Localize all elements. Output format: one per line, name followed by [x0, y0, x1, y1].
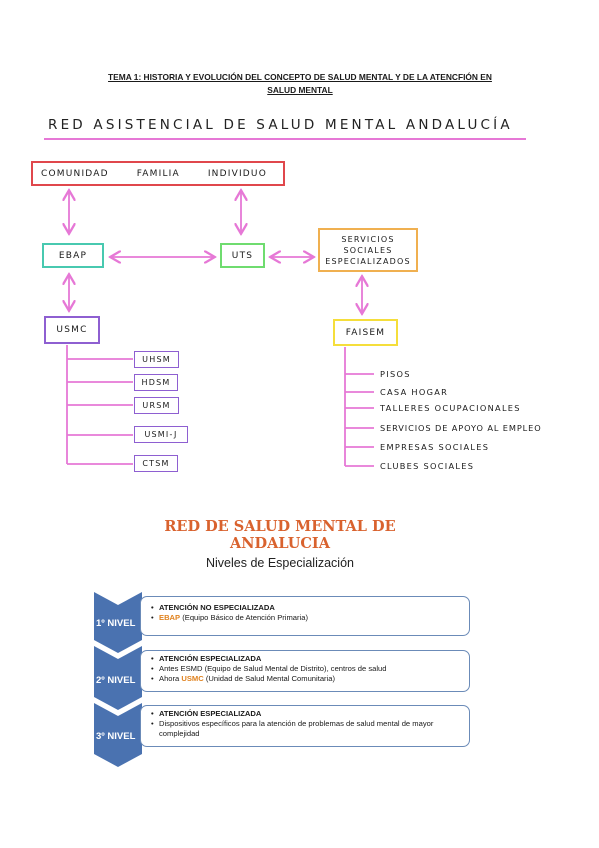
faisem-child-clubes: CLUBES SOCIALES	[380, 461, 475, 471]
ebap-box: EBAP	[42, 243, 104, 268]
comunidad-familia-individuo-box: COMUNIDAD FAMILIA INDIVIDUO	[31, 161, 285, 186]
levels-title-line-1: RED DE SALUD MENTAL DE	[164, 518, 396, 535]
ebap-highlight: EBAP	[159, 613, 181, 622]
faisem-child-servicios-empleo: SERVICIOS DE APOYO AL EMPLEO	[380, 423, 542, 433]
level-1-label: 1º NIVEL	[96, 618, 136, 629]
faisem-child-talleres: TALLERES OCUPACIONALES	[380, 403, 521, 413]
familia-label: FAMILIA	[136, 168, 180, 179]
usmc-box: USMC	[44, 316, 100, 344]
usmc-child-ursm: URSM	[134, 397, 179, 414]
level-2-line-2: Ahora USMC (Unidad de Salud Mental Comun…	[147, 674, 465, 684]
chevron-level-3	[94, 703, 142, 767]
faisem-child-casa-hogar: CASA HOGAR	[380, 387, 449, 397]
usmc-child-ctsm: CTSM	[134, 455, 178, 472]
levels-title: RED DE SALUD MENTAL DE ANDALUCIA	[100, 518, 460, 552]
levels-subtitle: Niveles de Especialización	[206, 556, 354, 570]
level-1-heading: ATENCIÓN NO ESPECIALIZADA	[147, 603, 465, 613]
usmc-child-usmi-j: USMI-J	[134, 426, 188, 443]
level-3-label: 3º NIVEL	[96, 731, 136, 742]
level-1-box: ATENCIÓN NO ESPECIALIZADA EBAP (Equipo B…	[140, 596, 470, 636]
individuo-label: INDIVIDUO	[207, 168, 267, 179]
usmc-highlight: USMC	[181, 674, 204, 683]
level-1-line-1: EBAP (Equipo Básico de Atención Primaria…	[147, 613, 465, 623]
level-3-line-1: Dispositivos específicos para la atenció…	[147, 719, 465, 739]
uts-box: UTS	[220, 243, 265, 268]
level-2-line-1: Antes ESMD (Equipo de Salud Mental de Di…	[147, 664, 465, 674]
levels-title-line-2: ANDALUCIA	[230, 535, 330, 552]
usmc-child-hdsm: HDSM	[134, 374, 178, 391]
usmc-child-uhsm: UHSM	[134, 351, 179, 368]
level-3-box: ATENCIÓN ESPECIALIZADA Dispositivos espe…	[140, 705, 470, 747]
servicios-line-1: SERVICIOS	[341, 234, 395, 244]
comunidad-label: COMUNIDAD	[41, 168, 109, 179]
faisem-box: FAISEM	[333, 319, 398, 346]
faisem-child-empresas: EMPRESAS SOCIALES	[380, 442, 490, 452]
level-2-label: 2º NIVEL	[96, 675, 136, 686]
faisem-child-pisos: PISOS	[380, 369, 411, 379]
level-2-box: ATENCIÓN ESPECIALIZADA Antes ESMD (Equip…	[140, 650, 470, 692]
diagram-title: RED ASISTENCIAL DE SALUD MENTAL ANDALUCÍ…	[48, 117, 513, 133]
level-3-heading: ATENCIÓN ESPECIALIZADA	[147, 709, 465, 719]
servicios-line-3: ESPECIALIZADOS	[325, 256, 411, 266]
chevron-level-1	[94, 592, 142, 653]
level-2-heading: ATENCIÓN ESPECIALIZADA	[147, 654, 465, 664]
title-underline	[44, 138, 526, 140]
header-line-1: TEMA 1: HISTORIA Y EVOLUCIÓN DEL CONCEPT…	[108, 72, 492, 82]
servicios-sociales-box: SERVICIOS SOCIALES ESPECIALIZADOS	[318, 228, 418, 272]
servicios-line-2: SOCIALES	[343, 245, 393, 255]
header-line-2: SALUD MENTAL	[267, 85, 333, 95]
chevron-level-2	[94, 646, 142, 710]
document-header: TEMA 1: HISTORIA Y EVOLUCIÓN DEL CONCEPT…	[60, 71, 540, 97]
